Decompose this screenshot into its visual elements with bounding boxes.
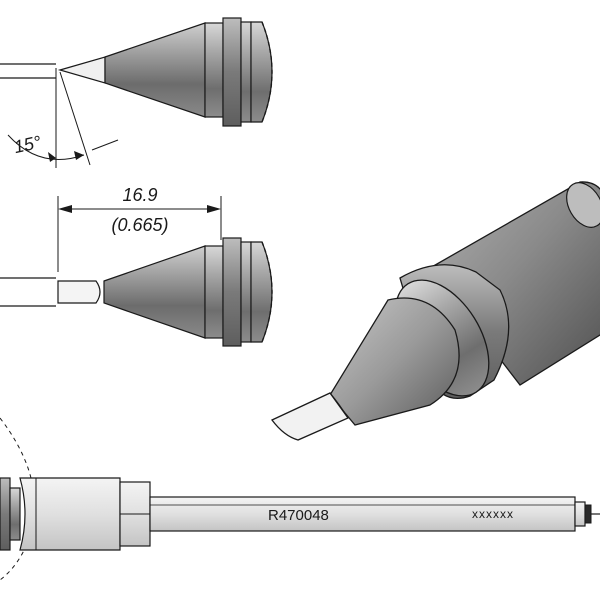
dim-arrow-left xyxy=(58,205,72,213)
angle-arrow-tail xyxy=(91,139,119,151)
length-in-label: (0.665) xyxy=(111,215,168,235)
cart-tip-collar xyxy=(9,487,21,541)
tip-end xyxy=(250,21,273,123)
angle-arrow-left xyxy=(48,152,56,162)
break-line xyxy=(261,21,273,123)
chisel-3d xyxy=(270,392,349,441)
cartridge-view: R470048 xxxxxx xyxy=(0,417,600,581)
cone-3d xyxy=(329,297,460,426)
cart-end-contact xyxy=(584,504,592,524)
body-3d xyxy=(429,181,600,386)
tip-ring xyxy=(222,17,242,127)
angle-arrow-right xyxy=(74,151,84,160)
cart-code: xxxxxx xyxy=(472,507,514,521)
cart-grip xyxy=(19,477,121,551)
tip-collar-2 xyxy=(204,245,224,339)
tip-collar xyxy=(204,22,224,118)
chisel-3d-edge xyxy=(329,392,349,419)
part-number: R470048 xyxy=(268,507,329,524)
body-3d-end xyxy=(566,182,600,228)
tip-ring-2 xyxy=(222,237,242,347)
tip-wedge xyxy=(57,56,106,84)
angle-face-line xyxy=(59,71,91,166)
tip-side-view xyxy=(0,237,273,347)
tip-cone-2 xyxy=(103,245,206,339)
length-mm-label: 16.9 xyxy=(122,185,157,205)
angle-annotation: 15° xyxy=(7,68,119,168)
chisel-tip xyxy=(57,280,101,304)
angle-label: 15° xyxy=(12,132,43,157)
dim-arrow-right xyxy=(207,205,221,213)
tip-ring-inner-2 xyxy=(240,241,252,343)
cart-tip-ring xyxy=(0,477,11,551)
cart-end-collar xyxy=(574,501,586,527)
tip-top-view xyxy=(0,17,273,127)
tip-end-2 xyxy=(250,241,273,343)
tip-3d-view xyxy=(270,181,600,441)
angle-arc xyxy=(7,134,85,160)
tip-cone xyxy=(104,22,206,118)
break-line-2 xyxy=(261,241,273,343)
tip-ring-inner xyxy=(240,21,252,123)
detail-circle xyxy=(0,417,36,581)
dimension-annotation: 16.9 (0.665) xyxy=(57,185,222,272)
